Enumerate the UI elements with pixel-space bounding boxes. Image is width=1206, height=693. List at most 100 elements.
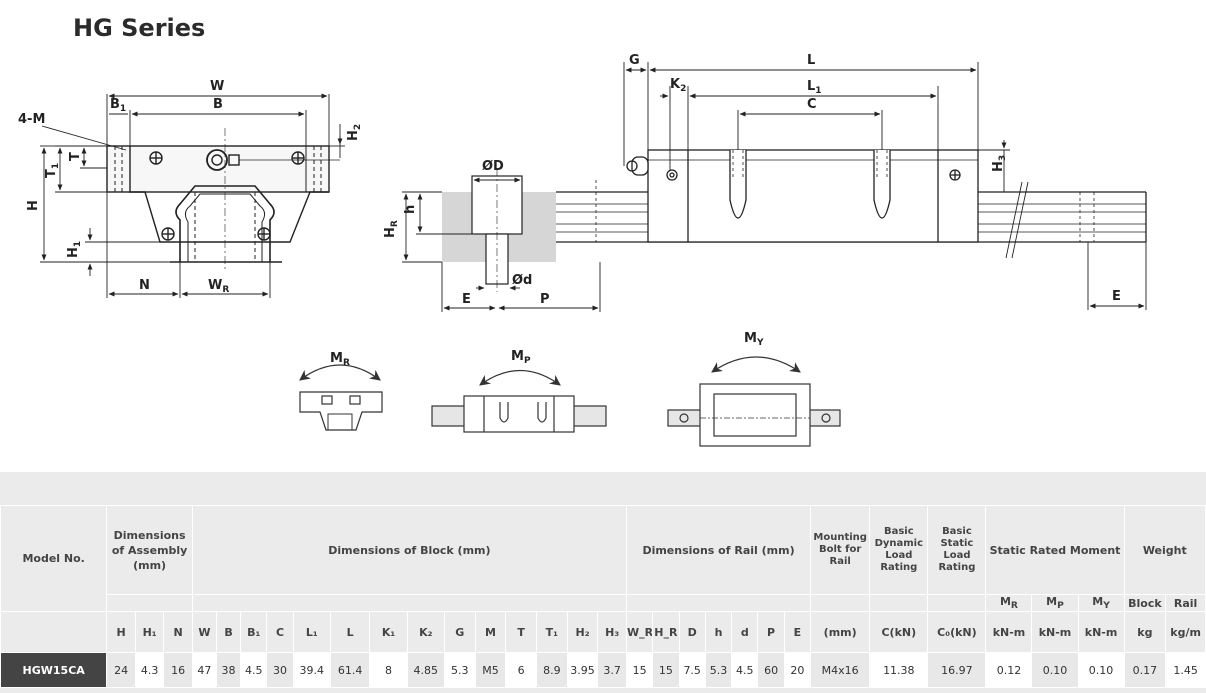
dim-e-right-label: E: [1112, 289, 1121, 304]
header-weight-rail: Rail: [1165, 593, 1206, 613]
unit-cell: H₃: [597, 611, 627, 654]
unit-cell: W_R: [625, 611, 654, 654]
model-cell: HGW15CA: [0, 652, 108, 689]
unit-cell: T₁: [535, 611, 568, 654]
header-mounting-bolt: Mounting Bolt for Rail: [810, 505, 871, 595]
header-bolt-units: [810, 593, 871, 613]
header-static-units: [927, 593, 987, 613]
units-blank-cell: [0, 611, 108, 654]
value-cell: 16.97: [927, 652, 987, 689]
dim-4m-label: 4-M: [18, 112, 45, 127]
dim-t-label: T: [68, 152, 83, 161]
value-cell: 8: [369, 652, 408, 689]
header-static-load: Basic Static Load Rating: [927, 505, 987, 595]
header-static-moment: Static Rated Moment: [985, 505, 1125, 595]
unit-cell: kN-m: [985, 611, 1033, 654]
value-cell: 15: [625, 652, 654, 689]
unit-cell: H_R: [652, 611, 680, 654]
unit-cell: H: [106, 611, 136, 654]
unit-cell: h: [704, 611, 733, 654]
unit-cell: T: [505, 611, 537, 654]
dim-phiD-label: ØD: [482, 159, 504, 174]
value-cell: 0.12: [985, 652, 1033, 689]
unit-cell: kN-m: [1077, 611, 1125, 654]
unit-cell: L₁: [292, 611, 331, 654]
unit-cell: kg/m: [1165, 611, 1206, 654]
dim-h1-label: H1: [66, 241, 83, 258]
header-block-units: [191, 593, 627, 613]
header-block-dims: Dimensions of Block (mm): [191, 505, 627, 595]
unit-cell: M: [474, 611, 507, 654]
header-weight: Weight: [1123, 505, 1206, 595]
value-cell: 4.3: [134, 652, 165, 689]
dim-b-label: B: [213, 97, 223, 112]
unit-cell: B₁: [240, 611, 268, 654]
unit-cell: K₂: [406, 611, 445, 654]
unit-cell: E: [783, 611, 812, 654]
header-model: Model No.: [0, 504, 108, 613]
value-cell: 8.9: [535, 652, 568, 689]
value-cell: 4.5: [240, 652, 268, 689]
header-my: MY: [1077, 593, 1125, 613]
header-mr: MR: [985, 593, 1033, 613]
moment-mr-label: MR: [330, 351, 350, 368]
unit-cell: H₁: [134, 611, 165, 654]
value-cell: 6: [505, 652, 537, 689]
unit-cell: kN-m: [1031, 611, 1079, 654]
front-dimensions: [40, 93, 345, 298]
dim-w-label: W: [210, 79, 224, 94]
value-cell: 5.3: [704, 652, 733, 689]
value-cell: 24: [106, 652, 136, 689]
moment-my-label: MY: [744, 331, 764, 348]
dim-l1-label: L1: [807, 79, 822, 96]
side-dimensions: [623, 62, 1147, 310]
dim-k2-label: K2: [670, 77, 686, 94]
header-dynamic-load: Basic Dynamic Load Rating: [869, 505, 929, 595]
header-rail-dims: Dimensions of Rail (mm): [625, 505, 812, 595]
dim-g-label: G: [629, 53, 640, 68]
side-view: [556, 149, 1147, 259]
moment-my-diagram: [667, 356, 841, 447]
value-cell: 16: [163, 652, 193, 689]
moment-mp-diagram: [431, 369, 607, 433]
dim-h-label: H: [26, 200, 41, 211]
unit-cell: W: [191, 611, 217, 654]
header-mp: MP: [1031, 593, 1079, 613]
dim-b1-label: B1: [110, 97, 126, 114]
moment-mp-label: MP: [511, 349, 531, 366]
unit-cell: G: [443, 611, 476, 654]
unit-cell: L: [329, 611, 371, 654]
dim-h-rail-label: h: [403, 205, 418, 214]
spec-table: Model No. Dimensions of Assembly (mm) Di…: [0, 504, 1206, 689]
dim-n-label: N: [139, 278, 150, 293]
dim-p-label: P: [540, 292, 550, 307]
value-cell: M4x16: [810, 652, 871, 689]
value-cell: 4.5: [731, 652, 759, 689]
value-cell: 5.3: [443, 652, 476, 689]
hg-series-drawing: W B B1 4-M T T1 H H1 H2 N WR ØD h HR Ød …: [18, 53, 1147, 447]
unit-cell: B: [215, 611, 242, 654]
unit-cell: (mm): [810, 611, 871, 654]
value-cell: 4.85: [406, 652, 445, 689]
dim-t1-label: T1: [44, 163, 61, 178]
unit-cell: K₁: [369, 611, 408, 654]
value-cell: 1.45: [1165, 652, 1206, 689]
dim-h2-label: H2: [346, 124, 363, 141]
value-cell: 0.10: [1031, 652, 1079, 689]
value-cell: 0.10: [1077, 652, 1125, 689]
value-cell: 7.5: [678, 652, 706, 689]
unit-cell: C₀(kN): [927, 611, 987, 654]
dim-c-label: C: [807, 97, 817, 112]
header-dynamic-units: [869, 593, 929, 613]
value-cell: 3.95: [566, 652, 599, 689]
dim-l-label: L: [807, 53, 815, 68]
unit-cell: N: [163, 611, 193, 654]
value-cell: 60: [757, 652, 785, 689]
dim-wr-label: WR: [208, 278, 229, 295]
header-assembly: Dimensions of Assembly (mm): [106, 505, 193, 595]
value-cell: 20: [783, 652, 812, 689]
value-cell: M5: [474, 652, 507, 689]
unit-cell: C: [266, 611, 294, 654]
